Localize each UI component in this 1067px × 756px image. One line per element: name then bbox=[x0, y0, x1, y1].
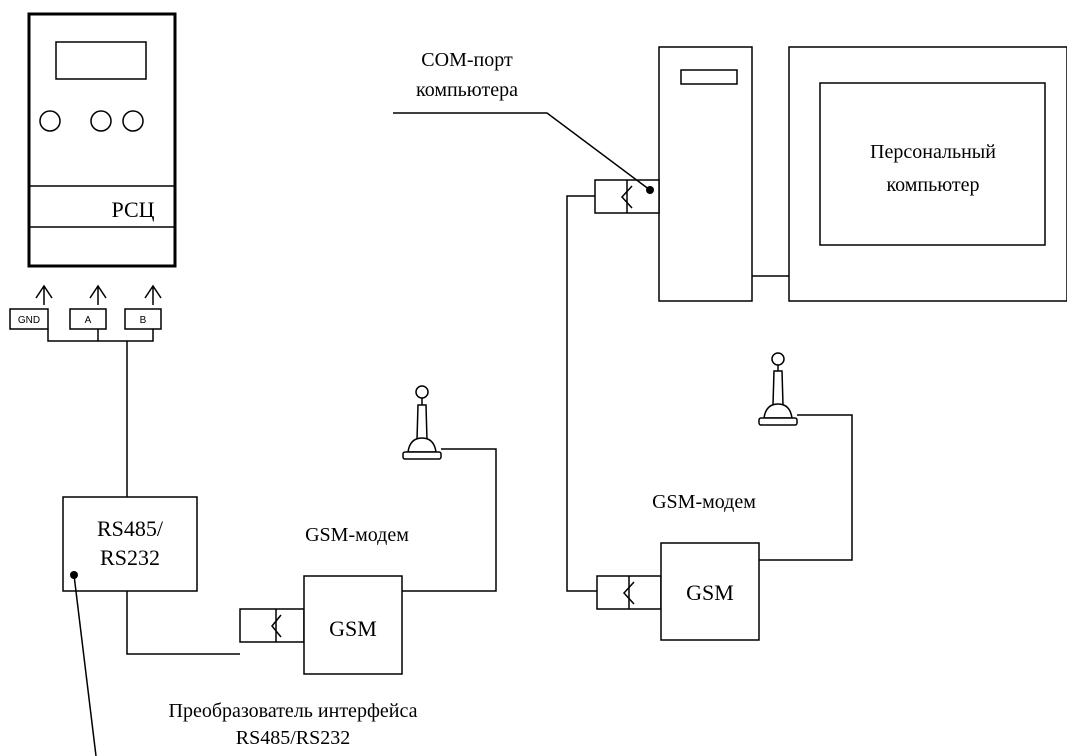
converter-to-modem-wire bbox=[126, 591, 240, 655]
pc-label-line-2: компьютер bbox=[886, 174, 979, 196]
antenna-tip bbox=[415, 385, 429, 399]
com-to-modem-wire bbox=[566, 195, 597, 592]
antenna-tip bbox=[771, 352, 785, 366]
rsc-terminals: GND A B bbox=[9, 284, 162, 497]
left-antenna-wire bbox=[402, 448, 497, 592]
personal-computer: Персональный компьютер COM-порт компьюте… bbox=[393, 46, 1067, 592]
arrow-up-icon bbox=[35, 284, 53, 305]
terminal-gnd: GND bbox=[9, 284, 53, 330]
gsm-modem-left: GSM-модем GSM bbox=[239, 385, 497, 675]
com-port-caption-line-1: COM-порт bbox=[421, 49, 513, 71]
gsm-box-left-label: GSM bbox=[329, 616, 377, 641]
antenna-icon bbox=[402, 385, 442, 460]
terminal-a-label: A bbox=[85, 315, 92, 326]
gsm-modem-left-title: GSM-модем bbox=[305, 524, 409, 546]
gsm-modem-right-title: GSM-модем bbox=[652, 491, 756, 513]
terminal-b-label: B bbox=[140, 315, 147, 326]
arrow-up-icon bbox=[89, 284, 107, 305]
gsm-modem-right: GSM-модем GSM bbox=[596, 352, 853, 641]
antenna-mast bbox=[772, 370, 784, 406]
converter-caption-line-2: RS485/RS232 bbox=[236, 727, 350, 749]
converter-box bbox=[62, 496, 198, 592]
converter-line-2: RS232 bbox=[100, 545, 160, 570]
terminal-a: A bbox=[69, 284, 107, 330]
rsc-button-2 bbox=[90, 110, 112, 132]
rsc-button-3 bbox=[122, 110, 144, 132]
pc-screen bbox=[819, 82, 1046, 246]
antenna-dome bbox=[763, 403, 793, 419]
terminal-b: B bbox=[124, 284, 162, 330]
antenna-mast bbox=[416, 404, 428, 441]
terminal-a-box bbox=[69, 308, 107, 330]
pc-label-line-1: Персональный bbox=[870, 141, 996, 163]
com-port-pointer-line bbox=[393, 112, 651, 191]
rsc-button-1 bbox=[39, 110, 61, 132]
rsc-device: РСЦ bbox=[27, 12, 177, 268]
converter: RS485/ RS232 Преобразователь интерфейса … bbox=[62, 496, 418, 756]
converter-pointer-line bbox=[73, 574, 97, 756]
rsc-label: РСЦ bbox=[111, 197, 154, 222]
gsm-box-right-label: GSM bbox=[686, 580, 734, 605]
com-port-caption-line-2: компьютера bbox=[416, 79, 518, 101]
right-antenna-wire bbox=[759, 414, 853, 561]
terminal-bus bbox=[47, 329, 154, 342]
terminal-b-box bbox=[124, 308, 162, 330]
antenna-dome bbox=[407, 437, 437, 453]
rsc-display bbox=[55, 41, 147, 80]
terminal-gnd-label: GND bbox=[18, 315, 40, 326]
antenna-base bbox=[402, 451, 442, 460]
gsm-box-right bbox=[660, 542, 760, 641]
connector-chevron-icon bbox=[271, 614, 282, 638]
converter-line-1: RS485/ bbox=[97, 516, 164, 541]
antenna-base bbox=[758, 417, 798, 426]
connector-chevron-icon bbox=[622, 581, 635, 605]
pc-drive-bay bbox=[680, 69, 738, 85]
connector-chevron-icon bbox=[620, 185, 633, 209]
arrow-up-icon bbox=[144, 284, 162, 305]
antenna-icon bbox=[758, 352, 798, 426]
converter-caption-line-1: Преобразователь интерфейса bbox=[169, 700, 418, 722]
gsm-box-left bbox=[303, 575, 403, 675]
pc-tower bbox=[658, 46, 753, 302]
terminal-gnd-box bbox=[9, 308, 49, 330]
